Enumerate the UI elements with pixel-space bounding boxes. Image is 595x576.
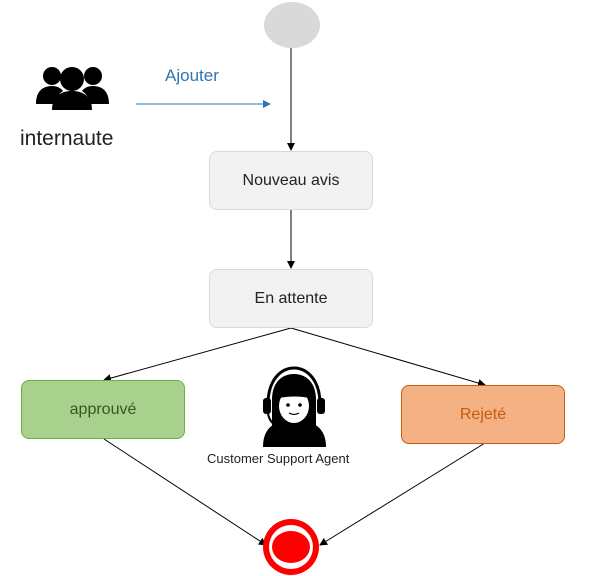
users-group-icon <box>36 67 109 110</box>
edge-pending-to-rejected <box>290 327 486 387</box>
ajouter-label: Ajouter <box>165 66 219 85</box>
edge-approved-to-end <box>103 438 267 546</box>
end-node <box>263 519 319 575</box>
state-rejete: Rejeté <box>401 385 565 444</box>
state-nouveau-avis-label: Nouveau avis <box>242 171 340 189</box>
state-approuve: approuvé <box>21 380 185 439</box>
state-nouveau-avis: Nouveau avis <box>209 151 373 210</box>
state-en-attente-label: En attente <box>254 289 328 307</box>
state-en-attente: En attente <box>209 269 373 328</box>
customer-support-agent-icon <box>263 366 326 447</box>
edge-pending-to-approved <box>103 327 292 382</box>
edge-rejected-to-end <box>319 442 486 546</box>
state-rejete-label: Rejeté <box>459 405 507 423</box>
internaute-label: internaute <box>20 127 114 150</box>
start-node <box>264 2 320 48</box>
agent-label: Customer Support Agent <box>207 451 350 466</box>
state-approuve-label: approuvé <box>69 400 137 418</box>
